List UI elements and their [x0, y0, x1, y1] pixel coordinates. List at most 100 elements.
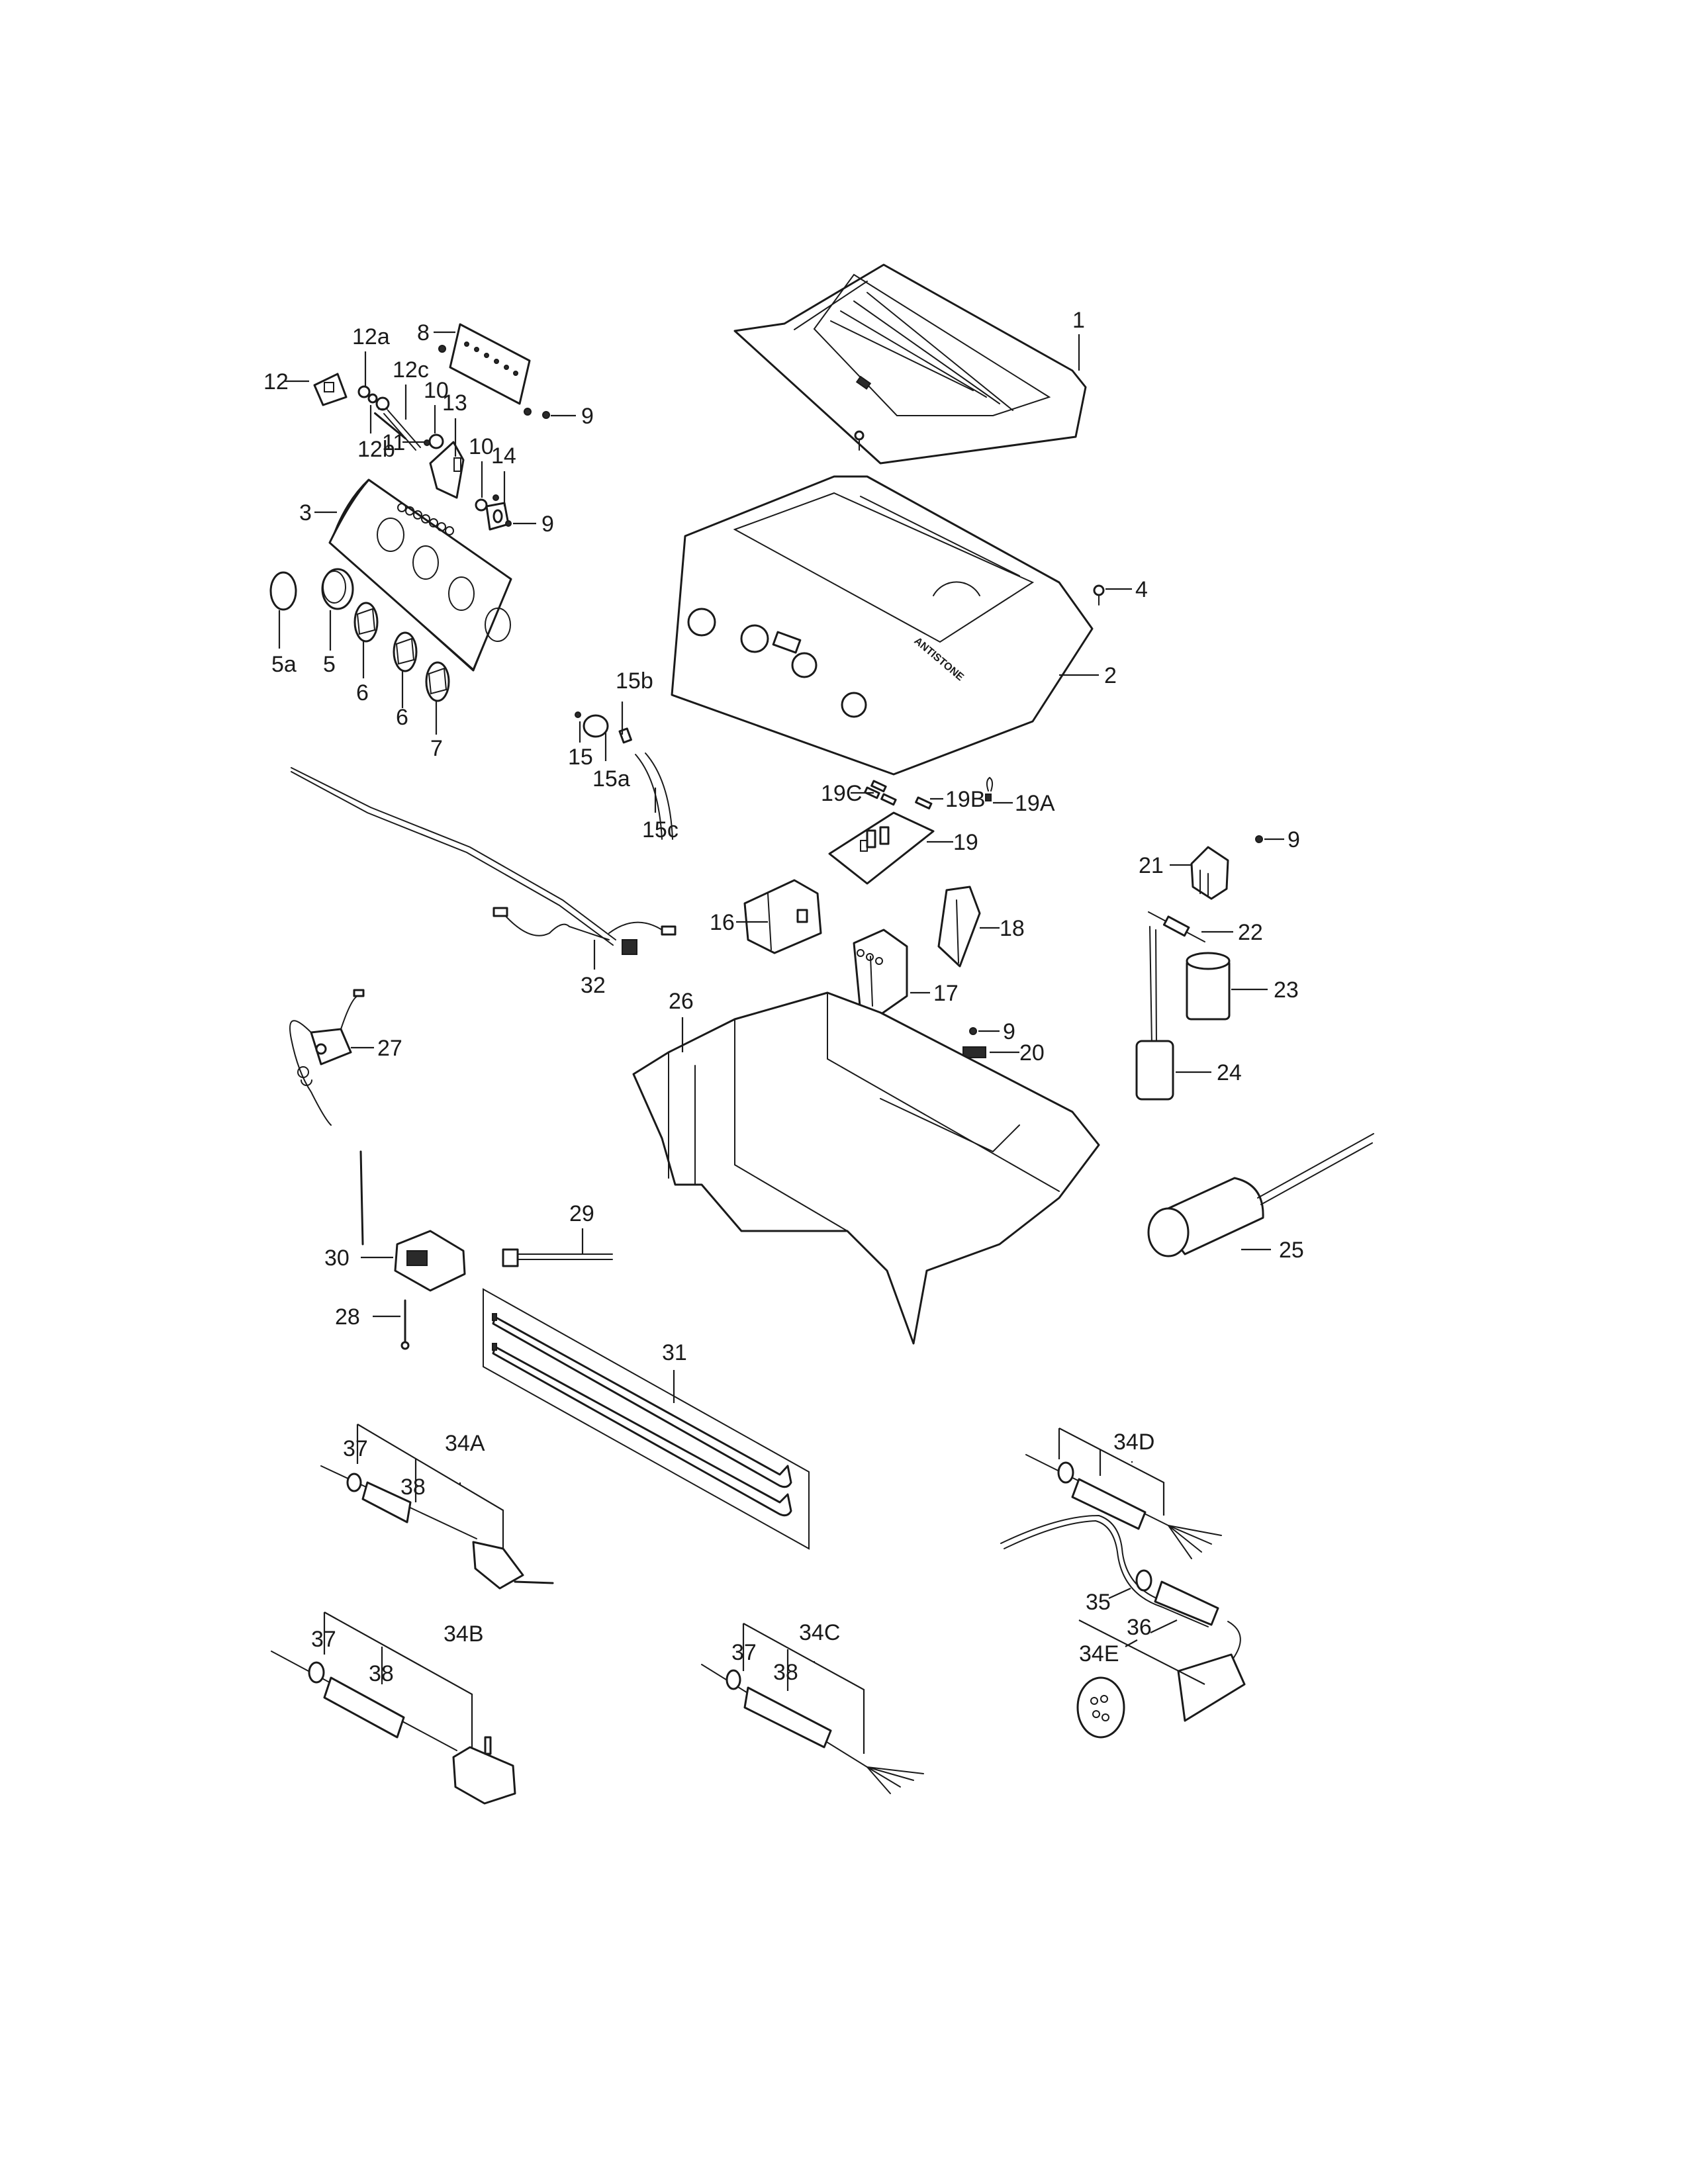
callout-15a: 15a	[592, 731, 630, 792]
svg-text:19B: 19B	[945, 787, 986, 812]
callout-12: 12	[263, 369, 309, 394]
callout-8: 8	[417, 320, 455, 345]
callout-36: 36	[1078, 1615, 1205, 1685]
svg-text:31: 31	[662, 1340, 687, 1365]
callout-19B: 19B	[930, 787, 986, 812]
part-3-front-panel-overlay	[328, 478, 512, 672]
part-22-resistor	[1148, 911, 1205, 942]
callout-35: 35	[1086, 1587, 1131, 1615]
part-19A-jumper	[985, 776, 994, 801]
part-15c-hose	[635, 752, 673, 840]
callout-14: 14	[491, 443, 516, 506]
callout-34B: 34B	[323, 1612, 484, 1747]
part-6-knob-a	[353, 602, 379, 643]
callout-12a: 12a	[352, 324, 390, 386]
callout-16: 16	[710, 910, 768, 935]
svg-text:12b: 12b	[357, 437, 395, 462]
part-27-thermostat	[289, 989, 365, 1246]
callout-6a: 6	[356, 641, 369, 705]
svg-text:34D: 34D	[1113, 1430, 1154, 1455]
part-7-knob	[425, 661, 450, 702]
svg-text:9: 9	[1003, 1019, 1015, 1044]
svg-text:38: 38	[369, 1661, 394, 1686]
callout-27: 27	[351, 1036, 402, 1061]
part-34E-power-cord-cee	[1000, 1514, 1246, 1739]
svg-text:16: 16	[710, 910, 735, 935]
svg-text:15b: 15b	[616, 668, 653, 694]
part-24-capacitor	[1135, 926, 1174, 1101]
svg-text:5: 5	[323, 652, 336, 677]
part-19B-fuse	[915, 796, 933, 810]
svg-text:37: 37	[311, 1627, 336, 1652]
part-16-transformer	[743, 879, 822, 954]
callout-29: 29	[569, 1201, 594, 1254]
svg-text:9: 9	[581, 404, 594, 429]
part-31-heating-elements	[483, 1288, 810, 1550]
part-5a-display-lens	[269, 571, 297, 611]
svg-text:24: 24	[1217, 1060, 1242, 1085]
svg-text:12a: 12a	[352, 324, 390, 349]
svg-text:37: 37	[731, 1640, 757, 1665]
svg-text:19A: 19A	[1015, 791, 1055, 816]
callout-37c: 37	[731, 1640, 757, 1665]
callout-37a: 37	[343, 1436, 368, 1461]
part-10b-o-ring	[475, 498, 488, 512]
svg-text:15: 15	[568, 745, 593, 770]
svg-text:15c: 15c	[642, 817, 679, 842]
callout-24: 24	[1176, 1060, 1242, 1085]
callout-23: 23	[1231, 978, 1299, 1003]
svg-text:9: 9	[1288, 827, 1300, 852]
svg-text:1: 1	[1072, 308, 1085, 333]
svg-text:20: 20	[1019, 1040, 1045, 1066]
svg-text:28: 28	[335, 1304, 360, 1330]
svg-text:34A: 34A	[445, 1431, 485, 1456]
callout-38c: 38	[773, 1660, 798, 1685]
part-34C-power-cord-open-end	[701, 1664, 924, 1794]
part-28-bolt	[400, 1299, 410, 1350]
svg-text:3: 3	[299, 500, 312, 525]
svg-text:35: 35	[1086, 1590, 1111, 1615]
part-25-capacitor	[1147, 1133, 1374, 1257]
svg-text:32: 32	[581, 973, 606, 998]
svg-text:14: 14	[491, 443, 516, 469]
part-6-knob-b	[393, 631, 418, 672]
svg-text:13: 13	[442, 390, 467, 416]
part-5-display-bezel	[321, 568, 354, 610]
svg-text:12: 12	[263, 369, 289, 394]
callout-21: 21	[1139, 853, 1192, 878]
callout-11: 11	[382, 430, 425, 455]
svg-text:6: 6	[396, 705, 408, 730]
callout-2: 2	[1059, 663, 1117, 688]
svg-text:34C: 34C	[799, 1620, 840, 1645]
part-20-terminal-block	[962, 1046, 986, 1058]
callout-25: 25	[1241, 1238, 1304, 1263]
svg-text:2: 2	[1104, 663, 1117, 688]
callout-9b: 9	[513, 512, 554, 537]
svg-text:10: 10	[424, 378, 449, 403]
callout-9d: 9	[1264, 827, 1300, 852]
part-26-base-chassis	[632, 991, 1100, 1345]
svg-text:11: 11	[382, 430, 405, 455]
part-8-led-board	[449, 323, 531, 405]
svg-text:29: 29	[569, 1201, 594, 1226]
screw-icon	[854, 430, 865, 451]
part-32-wiring-harness	[291, 767, 677, 955]
part-15-screw	[575, 711, 581, 718]
svg-text:25: 25	[1279, 1238, 1304, 1263]
callout-34A: 34A	[356, 1424, 504, 1549]
callout-5a: 5a	[271, 610, 297, 677]
part-34D-power-cord-open-end	[1025, 1454, 1222, 1559]
svg-text:26: 26	[669, 989, 694, 1014]
part-34B-power-cord-uk	[271, 1651, 516, 1805]
svg-text:5a: 5a	[271, 652, 297, 677]
callout-34C: 34C	[742, 1620, 865, 1754]
part-12c-probe	[374, 396, 421, 451]
part-14-switch-plate	[485, 494, 510, 531]
svg-text:30: 30	[324, 1246, 350, 1271]
part-29-connector-cable	[502, 1248, 613, 1267]
svg-text:37: 37	[343, 1436, 368, 1461]
svg-text:17: 17	[933, 981, 959, 1006]
part-19-main-pcb	[828, 811, 935, 885]
part-34A-power-cord-schuko	[320, 1465, 554, 1590]
svg-text:34E: 34E	[1079, 1641, 1119, 1666]
